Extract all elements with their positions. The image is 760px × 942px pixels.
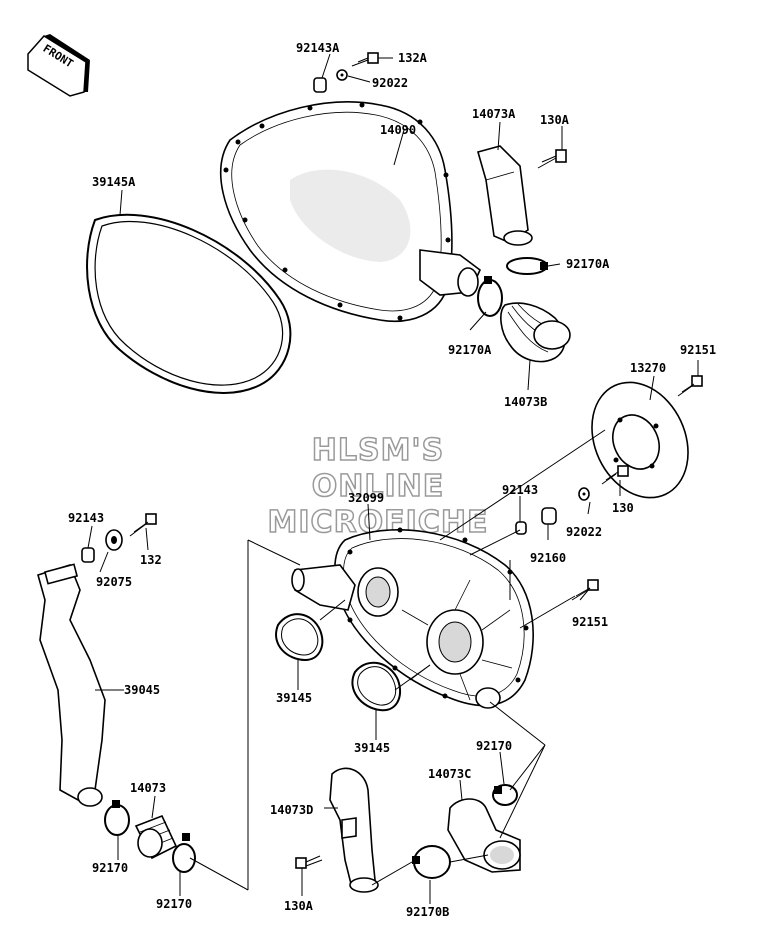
gasket-39145-lower bbox=[351, 661, 401, 712]
label-132a: 132A bbox=[398, 51, 428, 65]
watermark: HLSM'S ONLINE MICROFICHE bbox=[267, 432, 488, 541]
label-92170b: 92170B bbox=[406, 905, 449, 919]
gasket-39145a bbox=[86, 213, 292, 394]
bolt-92151-lower bbox=[571, 579, 599, 601]
label-14073: 14073 bbox=[130, 781, 166, 795]
label-14073d: 14073D bbox=[270, 803, 313, 817]
duct-14073b bbox=[500, 302, 571, 363]
label-130: 130 bbox=[612, 501, 634, 515]
grommet-92075 bbox=[105, 529, 123, 551]
clamp-92170-left-lower bbox=[172, 833, 196, 873]
duct-39045 bbox=[37, 563, 106, 807]
clamp-92170-right bbox=[492, 784, 518, 806]
watermark-line-2: ONLINE bbox=[312, 469, 445, 504]
collar-92143-right bbox=[515, 521, 527, 535]
inner-cover-32099 bbox=[291, 527, 534, 709]
bolt-132 bbox=[129, 513, 157, 537]
duct-14073a bbox=[477, 145, 533, 246]
bolt-130 bbox=[601, 465, 629, 485]
label-92075: 92075 bbox=[96, 575, 132, 589]
label-32099: 32099 bbox=[348, 491, 384, 505]
outer-cover-14090 bbox=[219, 101, 481, 322]
label-92151-top: 92151 bbox=[680, 343, 716, 357]
label-39145-upper: 39145 bbox=[276, 691, 312, 705]
duct-14073d bbox=[329, 767, 379, 893]
label-92170-left-lower: 92170 bbox=[156, 897, 192, 911]
label-14073b: 14073B bbox=[504, 395, 547, 409]
clamp-92170a-upper bbox=[506, 257, 548, 275]
label-92143-left: 92143 bbox=[68, 511, 104, 525]
clamp-92170b bbox=[412, 845, 451, 879]
label-92160: 92160 bbox=[530, 551, 566, 565]
label-130a-top: 130A bbox=[540, 113, 570, 127]
gasket-39145-upper bbox=[275, 613, 324, 662]
collar-92143-left bbox=[81, 547, 95, 563]
collar-92143a bbox=[313, 77, 327, 93]
coupler-14073 bbox=[134, 814, 178, 860]
clamp-92170a-lower bbox=[477, 276, 503, 317]
label-13270: 13270 bbox=[630, 361, 666, 375]
bolt-130a-top bbox=[537, 149, 567, 169]
washer-92022-top bbox=[336, 69, 348, 81]
clamp-92170-left-upper bbox=[104, 800, 130, 836]
duct-14073c bbox=[447, 798, 521, 873]
label-14073a: 14073A bbox=[472, 107, 516, 121]
label-130a-bottom: 130A bbox=[284, 899, 314, 913]
front-arrow-icon: FRONT bbox=[27, 34, 90, 97]
label-92170a-lower: 92170A bbox=[448, 343, 492, 357]
label-92170-right: 92170 bbox=[476, 739, 512, 753]
watermark-line-1: HLSM'S bbox=[312, 433, 444, 468]
bolt-132a bbox=[351, 52, 379, 67]
part-labels: 92143A 132A 92022 14090 14073A 130A 3914… bbox=[68, 41, 716, 919]
label-14090: 14090 bbox=[380, 123, 416, 137]
label-14073c: 14073C bbox=[428, 767, 471, 781]
label-92022-right: 92022 bbox=[566, 525, 602, 539]
leader-lines bbox=[87, 53, 699, 904]
label-92170a-upper: 92170A bbox=[566, 257, 610, 271]
bolt-92151-top bbox=[677, 375, 703, 397]
collar-92160 bbox=[541, 507, 557, 525]
label-92151-lower: 92151 bbox=[572, 615, 608, 629]
bolt-130a-bottom bbox=[295, 855, 323, 869]
plate-13270 bbox=[591, 381, 689, 499]
label-39045: 39045 bbox=[124, 683, 160, 697]
washer-92022-right bbox=[578, 487, 590, 501]
label-39145a: 39145A bbox=[92, 175, 136, 189]
label-92143a: 92143A bbox=[296, 41, 340, 55]
label-39145-lower: 39145 bbox=[354, 741, 390, 755]
label-92170-left-upper: 92170 bbox=[92, 861, 128, 875]
label-92022-top: 92022 bbox=[372, 76, 408, 90]
label-132: 132 bbox=[140, 553, 162, 567]
label-92143-right: 92143 bbox=[502, 483, 538, 497]
